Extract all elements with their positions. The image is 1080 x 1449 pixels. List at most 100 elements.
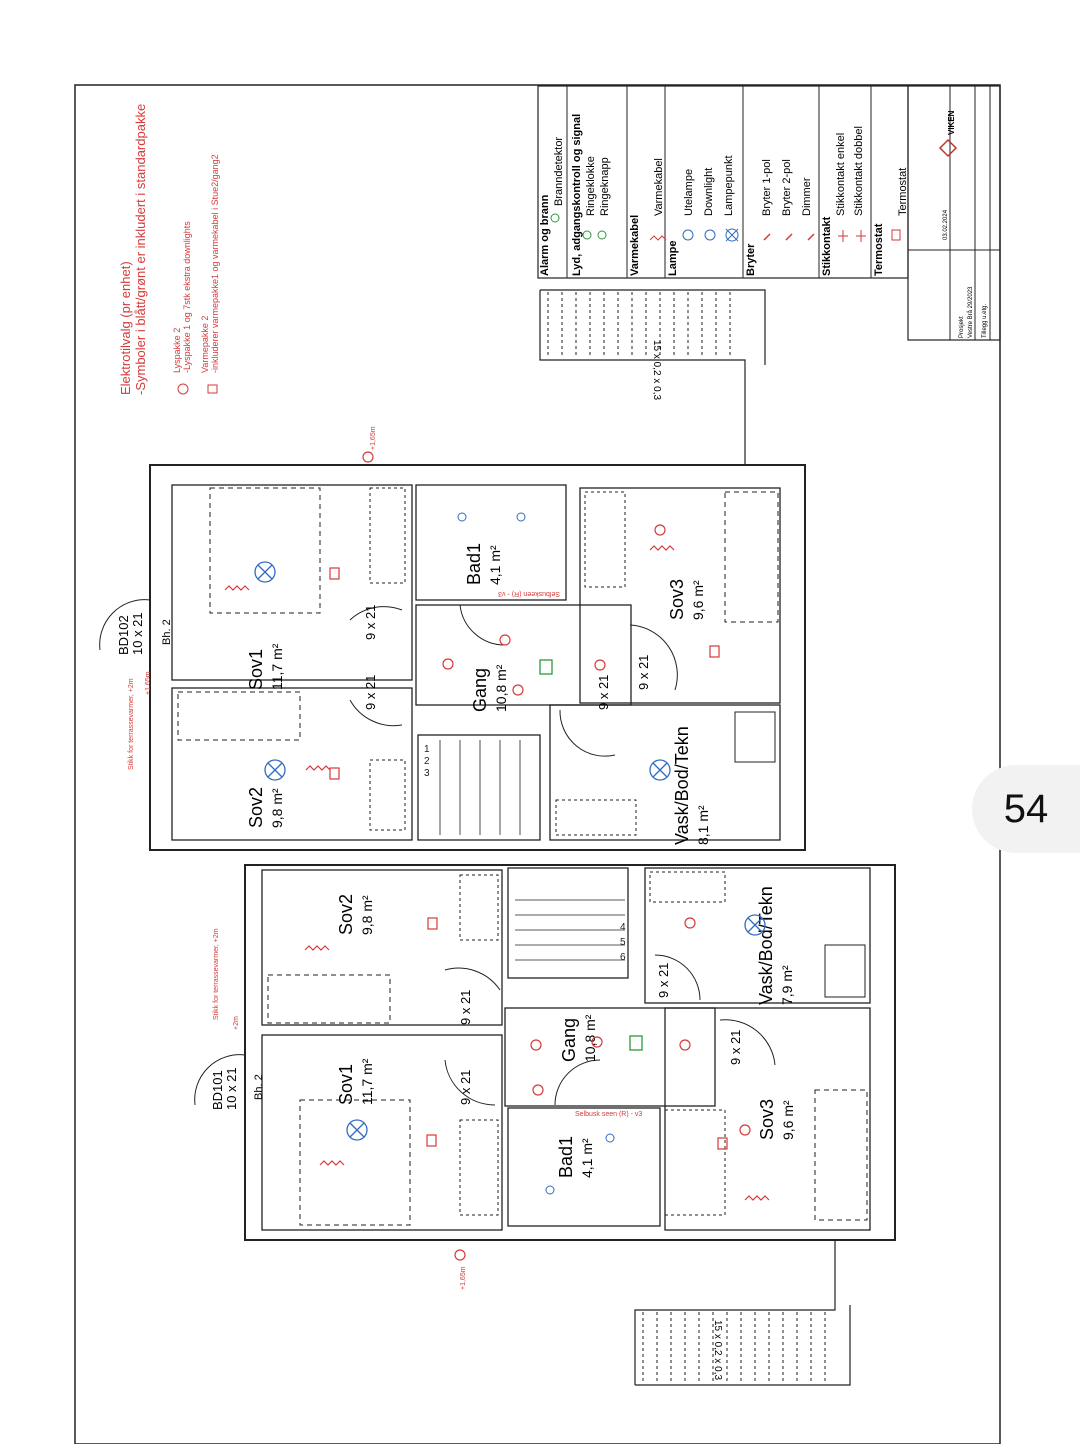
room-gang-lower — [504, 1007, 716, 1107]
door-size: 9 x 21 — [363, 605, 378, 640]
legend-item: Dimmer — [801, 177, 813, 216]
legend-group-lamp: Lampe Utelampe Downlight Lampepunkt — [667, 155, 735, 276]
door-size: 9 x 21 — [363, 675, 378, 710]
door-swing — [629, 624, 678, 691]
legend-group-switch: Bryter Bryter 1-pol Bryter 2-pol Dimmer — [745, 159, 813, 276]
annotation-text: Stikk for terrassevarmer, +2m — [128, 678, 135, 770]
legend-item: Bryter 2-pol — [781, 159, 793, 216]
height-note: +2m — [233, 1016, 240, 1030]
thermostat-icon — [427, 917, 438, 930]
room-area: 11,7 m² — [359, 1058, 375, 1105]
door-swing — [444, 967, 501, 991]
downlight-icon — [704, 229, 716, 241]
downlight-icon — [594, 659, 606, 671]
door-size: 9 x 21 — [458, 1070, 473, 1105]
bed-dashed — [724, 491, 779, 623]
wardrobe-dashed — [459, 874, 499, 941]
note-subtitle: -Symboler i blått/grønt er inkludert i s… — [133, 104, 148, 395]
heating-cable-icon — [305, 765, 331, 771]
socket-single-icon — [838, 230, 848, 242]
door-size: 9 x 21 — [596, 675, 611, 710]
stair-number: 3 — [424, 768, 430, 779]
legend-group-alarm: Alarm og brann Branndetektor — [539, 137, 565, 276]
wardrobe-dashed — [459, 1119, 499, 1216]
room-name: Vask/Bod/Tekn — [672, 726, 692, 845]
height-note: +1,65m — [145, 671, 152, 695]
company-name: VIKEN — [947, 110, 956, 135]
downlight-icon — [591, 1036, 603, 1048]
stair-number: 2 — [424, 756, 430, 767]
room-area: 10,8 m² — [582, 1014, 598, 1062]
room-name: Sov3 — [667, 579, 687, 620]
legend-item: Varmekabel — [653, 158, 665, 216]
lamp-point-icon — [725, 228, 739, 242]
legend-item: Utelampe — [683, 169, 695, 216]
wardrobe-dashed — [555, 799, 637, 836]
stair-number: 5 — [620, 937, 626, 948]
annotations: +1,65m Stikk for terrassevarmer, +2m +1,… — [128, 426, 642, 1290]
bed-dashed — [267, 974, 391, 1024]
room-bad1-upper — [415, 484, 567, 601]
bed-dashed — [299, 1099, 411, 1226]
height-note: +1,65m — [460, 1266, 467, 1290]
bed-dashed — [177, 691, 301, 741]
downlight-icon — [512, 684, 524, 696]
bed-dashed — [814, 1089, 868, 1221]
lower-unit — [194, 864, 896, 1241]
downlight-icon — [530, 1039, 542, 1051]
stair-upper — [417, 734, 541, 841]
legend-group-title: Termostat — [873, 223, 885, 276]
room-name: Sov1 — [336, 1064, 356, 1105]
entry-door-id: BD102 — [116, 615, 131, 655]
room-name: Bad1 — [556, 1136, 576, 1178]
thermostat-icon — [891, 229, 901, 241]
room-vask-lower — [644, 867, 871, 1004]
door-size: 9 x 21 — [636, 655, 651, 690]
room-area: 9,8 m² — [269, 788, 285, 828]
legend-group-title: Varmekabel — [629, 215, 641, 276]
downlight-icon — [605, 1133, 615, 1143]
title-project-label: Prosjekt — [959, 316, 965, 338]
room-area: 10,8 m² — [493, 664, 509, 712]
wardrobe-dashed — [649, 871, 726, 903]
entry-door-size: 10 x 21 — [224, 1067, 239, 1110]
note-option-heat-desc: -inkluderer varmepakke1 og varmekabel i … — [210, 154, 220, 373]
door-swing — [349, 699, 403, 727]
smoke-detector-icon — [629, 1035, 643, 1051]
annotation-text: Selbusk seen (R) - v3 — [575, 1111, 642, 1118]
lamp-point-cross — [267, 762, 283, 778]
lamp-point-icon — [264, 759, 286, 781]
room-name: Bad1 — [464, 543, 484, 585]
lamp-point-icon — [649, 759, 671, 781]
stair-lower — [507, 867, 629, 979]
electrical-note: Elektrotilvalg (pr enhet) -Symboler i bl… — [118, 104, 220, 395]
room-bad1-lower — [507, 1107, 661, 1227]
annotation-text: Selbuskeen (R) - v3 — [498, 590, 560, 597]
stair-section-bottom: 15 x 0,2 x 0,3 — [634, 1240, 851, 1386]
room-area: 8,1 m² — [695, 805, 711, 845]
downlight-icon — [442, 658, 454, 670]
doorbell-button-icon — [597, 230, 607, 240]
downlight-icon — [654, 524, 666, 536]
legend-group-socket: Stikkontakt Stikkontakt enkel Stikkontak… — [821, 126, 865, 276]
stair-numbers: 1 2 3 4 5 6 — [424, 744, 626, 963]
heating-cable-icon — [304, 945, 330, 951]
lamp-point-icon — [177, 383, 189, 395]
heating-cable-icon — [649, 235, 667, 241]
stair-number: 6 — [620, 952, 626, 963]
room-sov2-upper — [171, 687, 413, 841]
thermostat-icon — [329, 767, 340, 780]
height-note: +1,65m — [370, 426, 377, 450]
lamp-point-icon — [744, 914, 766, 936]
thermostat-icon — [329, 567, 340, 580]
downlight-icon — [516, 512, 526, 522]
downlight-icon — [739, 1124, 751, 1136]
lamp-point-cross — [725, 228, 739, 242]
door-swing — [349, 606, 403, 621]
lamp-point-icon — [254, 561, 276, 583]
room-area: 9,6 m² — [690, 580, 706, 620]
downlight-icon — [457, 512, 467, 522]
